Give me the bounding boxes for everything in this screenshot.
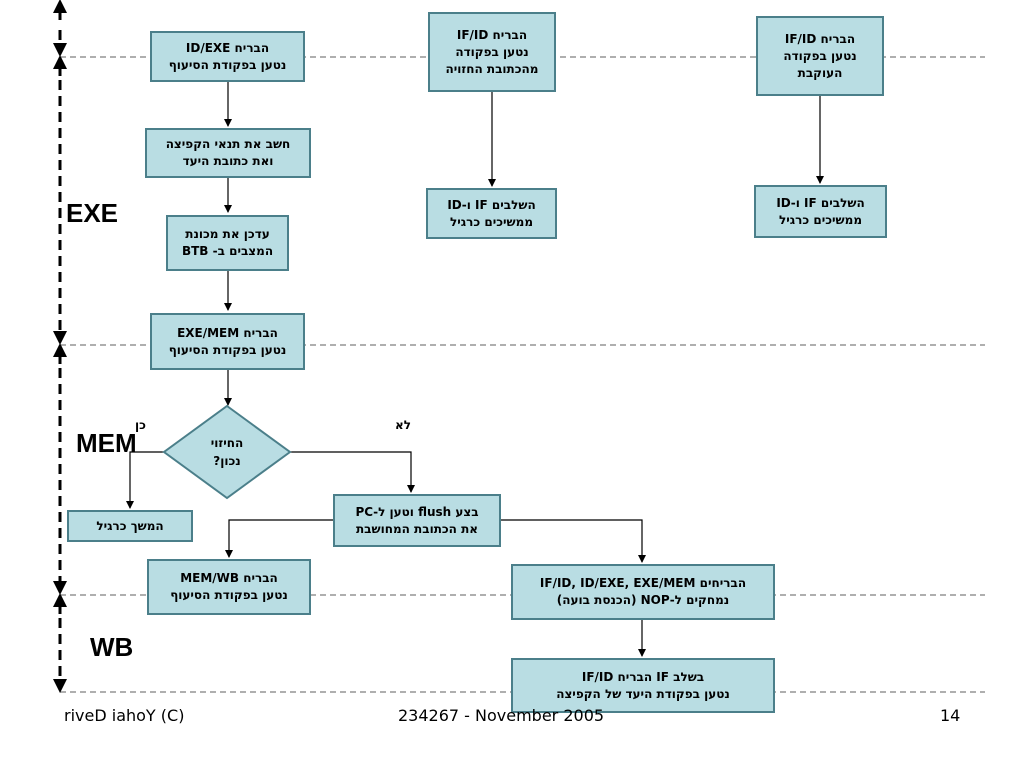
box-text-line: הבריח MEM/WB	[180, 571, 278, 585]
stage-label-mem: MEM	[76, 428, 137, 458]
stage-label-exe: EXE	[66, 198, 119, 228]
decision-text: החיזוי נכון?	[210, 436, 244, 468]
footer-course-date: 234267 - November 2005	[398, 706, 605, 725]
box-text-line: נטען בפקודה	[455, 44, 529, 59]
box-text-line: ואת כתובת היעד	[182, 154, 274, 168]
box-text-line: המשך כרגיל	[96, 518, 164, 533]
box-text-line: המצבים ב- BTB	[181, 244, 274, 258]
box-text-line: העוקבת	[797, 65, 843, 80]
box-text-line: עדכן את מכונת	[185, 227, 270, 241]
box-if-id-next: הבריח IF/ID נטען בפקודה העוקבת	[756, 16, 884, 96]
box-flush: בצע flush וטען ל-PC את הכתובת המחושבת	[333, 494, 501, 547]
box-if-id-predicted: הבריח IF/ID נטען בפקודה מהכתובת החזויה	[428, 12, 556, 92]
yes-label: כן	[135, 418, 146, 432]
box-text-line: נטען בפקודת הסיעוף	[170, 588, 288, 602]
box-exe-mem-latch: הבריח EXE/MEM נטען בפקודת הסיעוף	[150, 313, 305, 370]
box-text-line: הבריח EXE/MEM	[177, 325, 278, 340]
box-text-line: הבריח ID/EXE	[185, 40, 270, 55]
page-number: 14	[940, 706, 961, 725]
box-mem-wb-latch: הבריח MEM/WB נטען בפקודת הסיעוף	[147, 559, 311, 615]
box-text-line: חשב את תנאי הקפיצה	[165, 137, 291, 151]
box-text-line: נטען בפקודת הסיעוף	[168, 342, 287, 357]
box-text-line: ממשיכים כרגיל	[449, 214, 534, 229]
box-if-id-continue-right: השלבים IF ו-ID ממשיכים כרגיל	[754, 185, 887, 238]
box-text-line: השלבים IF ו-ID	[447, 197, 536, 212]
box-update-btb: עדכן את מכונת המצבים ב- BTB	[166, 215, 289, 271]
footer-copyright: riveD iahoY (C)	[64, 706, 185, 725]
box-text-line: נמחקים ל-NOP (הכנסת בועה)	[556, 593, 730, 607]
box-compute-branch: חשב את תנאי הקפיצה ואת כתובת היעד	[145, 128, 311, 178]
stage-label-wb: WB	[90, 632, 134, 662]
box-text-line: נטען בפקודת היעד של הקפיצה	[556, 686, 730, 701]
box-if-stage-load: בשלב IF הבריח IF/ID נטען בפקודת היעד של ה…	[511, 658, 775, 713]
box-text-line: בצע flush וטען ל-PC	[355, 504, 479, 519]
box-text-line: את הכתובת המחושבת	[355, 521, 479, 536]
connectors	[126, 82, 824, 657]
box-text-line: הבריח IF/ID	[456, 27, 528, 42]
box-if-id-continue-mid: השלבים IF ו-ID ממשיכים כרגיל	[426, 188, 557, 239]
box-text-line: השלבים IF ו-ID	[776, 195, 865, 210]
box-text-line: נטען בפקודת הסיעוף	[168, 57, 287, 72]
decision-diamond	[162, 404, 292, 500]
box-text-line: בשלב IF הבריח IF/ID	[581, 669, 705, 684]
box-text-line: הבריחים IF/ID, ID/EXE, EXE/MEM	[539, 576, 747, 590]
box-text-line: הבריח IF/ID	[784, 31, 856, 46]
box-nop-latches: הבריחים IF/ID, ID/EXE, EXE/MEM נמחקים ל-N…	[511, 564, 775, 620]
box-text-line: מהכתובת החזויה	[445, 61, 539, 76]
box-continue-normal: המשך כרגיל	[67, 510, 193, 542]
box-id-exe-latch: הבריח ID/EXE נטען בפקודת הסיעוף	[150, 31, 305, 82]
no-label: לא	[395, 418, 411, 432]
box-text-line: ממשיכים כרגיל	[778, 212, 863, 227]
box-text-line: נטען בפקודה	[783, 48, 857, 63]
